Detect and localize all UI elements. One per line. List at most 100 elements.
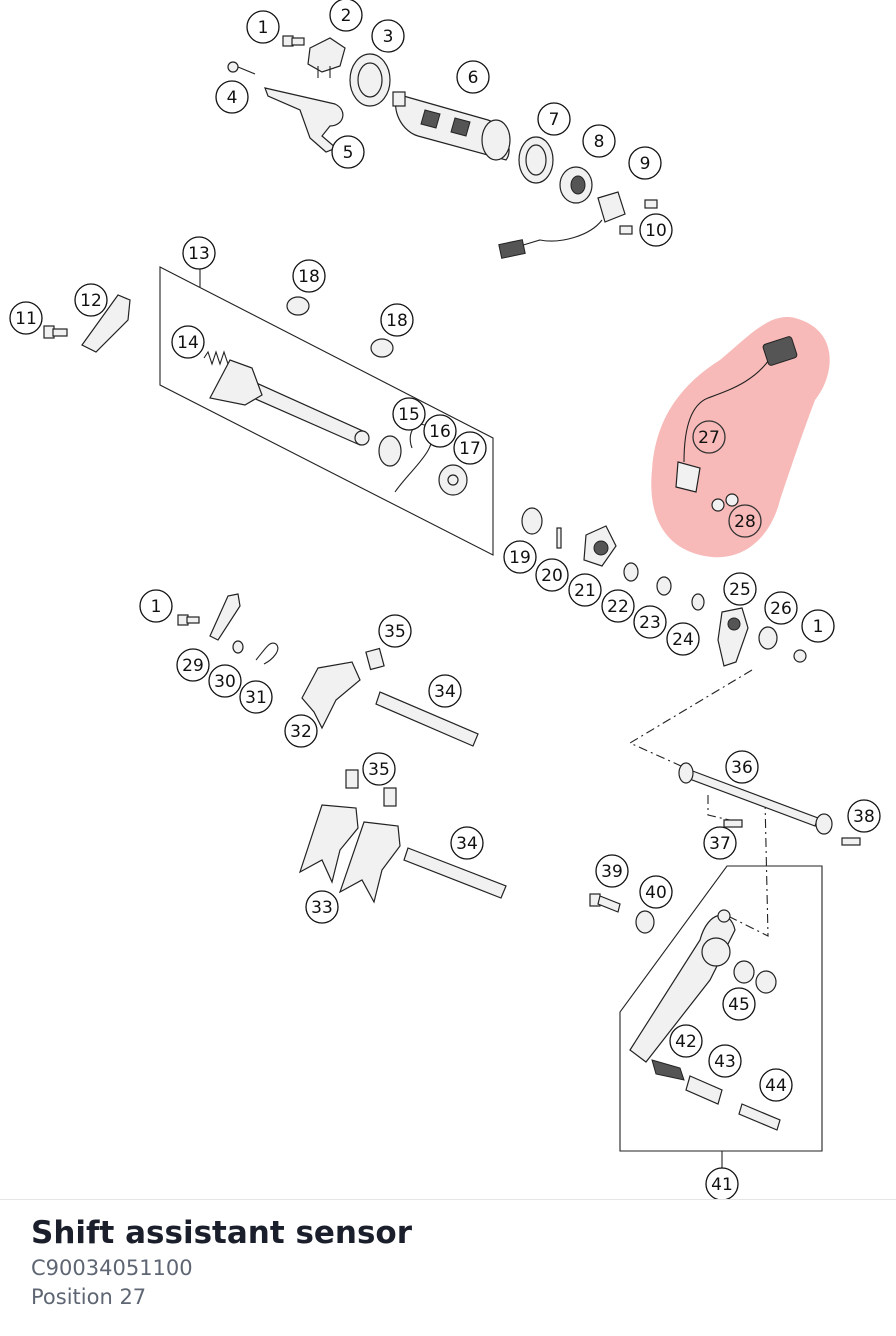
callout-7[interactable]: 7 xyxy=(537,102,571,136)
part-gear-sensor[interactable] xyxy=(498,191,626,259)
callout-26[interactable]: 26 xyxy=(764,591,798,625)
callout-24[interactable]: 24 xyxy=(666,622,700,656)
callout-42[interactable]: 42 xyxy=(669,1024,703,1058)
callout-14[interactable]: 14 xyxy=(171,325,205,359)
callout-38[interactable]: 38 xyxy=(847,799,881,833)
part-fork-rod-34[interactable] xyxy=(375,691,507,899)
part-forks-33[interactable] xyxy=(298,804,401,904)
part-shift-pedal[interactable] xyxy=(629,909,736,1063)
callout-8[interactable]: 8 xyxy=(582,124,616,158)
part-screws-10[interactable] xyxy=(619,199,658,235)
callout-1[interactable]: 1 xyxy=(139,589,173,623)
callout-2[interactable]: 2 xyxy=(329,0,363,32)
part-bolt-44[interactable] xyxy=(738,1103,781,1131)
callout-10[interactable]: 10 xyxy=(639,213,673,247)
part-shift-assistant-sensor[interactable] xyxy=(675,336,798,493)
callout-36[interactable]: 36 xyxy=(725,750,759,784)
part-pin-20[interactable] xyxy=(556,527,562,549)
callout-39[interactable]: 39 xyxy=(595,854,629,888)
part-nut-1[interactable] xyxy=(793,649,807,663)
callout-29[interactable]: 29 xyxy=(176,648,210,682)
part-rubber-42[interactable] xyxy=(651,1059,685,1081)
part-fork-32[interactable] xyxy=(301,661,361,730)
part-shift-drum[interactable] xyxy=(392,91,511,161)
callout-5[interactable]: 5 xyxy=(331,135,365,169)
callout-44[interactable]: 44 xyxy=(759,1068,793,1102)
callout-37[interactable]: 37 xyxy=(703,826,737,860)
callout-label: 28 xyxy=(734,512,756,532)
callout-11[interactable]: 11 xyxy=(9,301,43,335)
part-bolt-39[interactable] xyxy=(589,893,621,913)
part-drum-locator-screw[interactable] xyxy=(282,35,305,47)
part-shift-lever-25[interactable] xyxy=(717,607,749,667)
callout-12[interactable]: 12 xyxy=(74,283,108,317)
part-washer-30[interactable] xyxy=(232,640,244,654)
callout-6[interactable]: 6 xyxy=(456,60,490,94)
callout-35[interactable]: 35 xyxy=(378,614,412,648)
part-bearings-45[interactable] xyxy=(733,960,777,994)
callout-25[interactable]: 25 xyxy=(723,572,757,606)
callout-9[interactable]: 9 xyxy=(628,146,662,180)
callout-19[interactable]: 19 xyxy=(503,540,537,574)
callout-45[interactable]: 45 xyxy=(722,987,756,1021)
callout-28[interactable]: 28 xyxy=(728,504,762,538)
callout-15[interactable]: 15 xyxy=(392,397,426,431)
part-bushings-18[interactable] xyxy=(286,296,394,358)
callout-27[interactable]: 27 xyxy=(692,420,726,454)
part-rings-22-23-24[interactable] xyxy=(623,562,705,611)
part-shift-drum-cover-21[interactable] xyxy=(583,525,617,567)
part-sensor-screws-28[interactable] xyxy=(711,493,739,512)
part-seal-15[interactable] xyxy=(378,435,402,467)
part-screw-37[interactable] xyxy=(723,819,743,828)
part-spring-31[interactable] xyxy=(255,642,279,665)
part-drum-sensor-housing[interactable] xyxy=(559,166,593,204)
callout-18[interactable]: 18 xyxy=(292,259,326,293)
part-screw-11[interactable] xyxy=(43,325,68,339)
part-bracket-12[interactable] xyxy=(81,294,131,353)
callout-34[interactable]: 34 xyxy=(450,826,484,860)
callout-32[interactable]: 32 xyxy=(284,714,318,748)
callout-21[interactable]: 21 xyxy=(568,573,602,607)
callout-1[interactable]: 1 xyxy=(246,10,280,44)
callout-43[interactable]: 43 xyxy=(708,1044,742,1078)
part-bearing-3[interactable] xyxy=(349,53,391,107)
callout-label: 1 xyxy=(813,617,824,637)
callout-40[interactable]: 40 xyxy=(639,875,673,909)
callout-30[interactable]: 30 xyxy=(208,664,242,698)
part-rollers-35[interactable] xyxy=(345,647,397,807)
part-washer-40[interactable] xyxy=(635,910,655,934)
callout-23[interactable]: 23 xyxy=(633,605,667,639)
part-screw-38[interactable] xyxy=(841,837,861,846)
part-lever-29[interactable] xyxy=(209,593,241,641)
part-screw-1-lower[interactable] xyxy=(177,614,200,626)
part-shift-rod-36[interactable] xyxy=(678,762,833,835)
callout-13[interactable]: 13 xyxy=(182,236,216,270)
part-washer-17[interactable] xyxy=(438,464,468,496)
callout-label: 29 xyxy=(182,656,204,676)
callout-31[interactable]: 31 xyxy=(239,680,273,714)
callout-3[interactable]: 3 xyxy=(371,19,405,53)
part-screw-4[interactable] xyxy=(227,61,256,75)
part-seal-19[interactable] xyxy=(521,507,543,535)
callout-4[interactable]: 4 xyxy=(215,80,249,114)
callout-1[interactable]: 1 xyxy=(801,609,835,643)
callout-label: 8 xyxy=(594,132,605,152)
callout-17[interactable]: 17 xyxy=(453,431,487,465)
part-shift-shaft[interactable] xyxy=(209,359,370,446)
callout-18[interactable]: 18 xyxy=(380,303,414,337)
part-bearing-7[interactable] xyxy=(518,136,554,184)
part-shift-star[interactable] xyxy=(307,37,346,78)
part-spring-14[interactable] xyxy=(203,350,229,366)
callout-label: 17 xyxy=(459,439,481,459)
callout-41[interactable]: 41 xyxy=(705,1167,739,1200)
callout-20[interactable]: 20 xyxy=(535,558,569,592)
callout-34[interactable]: 34 xyxy=(428,674,462,708)
part-bearing-26[interactable] xyxy=(758,626,778,650)
callout-35[interactable]: 35 xyxy=(362,752,396,786)
callout-label: 38 xyxy=(853,807,875,827)
callout-22[interactable]: 22 xyxy=(601,589,635,623)
callout-16[interactable]: 16 xyxy=(423,414,457,448)
callout-33[interactable]: 33 xyxy=(305,890,339,924)
part-sleeve-43[interactable] xyxy=(685,1075,723,1105)
part-locking-lever[interactable] xyxy=(264,87,344,153)
